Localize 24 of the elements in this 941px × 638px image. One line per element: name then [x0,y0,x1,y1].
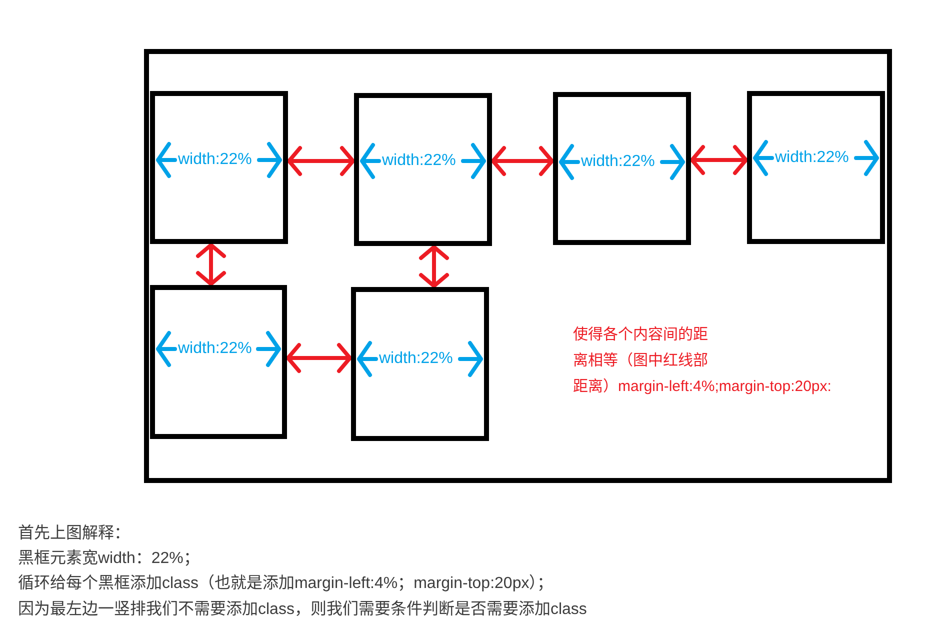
element-box [150,91,288,244]
body-text: 因为最左边一竖排我们不需要添加class，则我们需要条件判断是否需要添加class [18,599,588,620]
element-box [150,285,287,439]
double-arrow [419,244,449,289]
element-box [747,91,885,244]
container-frame [144,49,892,483]
element-box [351,287,489,441]
body-text: 首先上图解释： [18,523,131,544]
width-label: width:22% [581,152,655,172]
double-arrow [196,242,226,287]
element-box [354,93,492,246]
width-label: width:22% [379,349,453,369]
width-label: width:22% [178,150,252,170]
double-arrow [490,146,555,176]
note-text: 使得各个内容间的距离相等（图中红线部距离）margin-left:4%;margin-top:20px: [573,325,832,397]
width-label: width:22% [382,151,456,171]
double-arrow [286,146,356,176]
double-arrow [689,145,749,175]
double-arrow [285,343,353,373]
body-text: 循环给每个黑框添加class（也就是添加margin-left:4%；margin-top:20px）； [18,573,554,594]
width-label: width:22% [775,148,849,168]
element-box [553,92,691,245]
width-label: width:22% [178,339,252,359]
body-text: 黑框元素宽width：22%； [18,548,200,569]
